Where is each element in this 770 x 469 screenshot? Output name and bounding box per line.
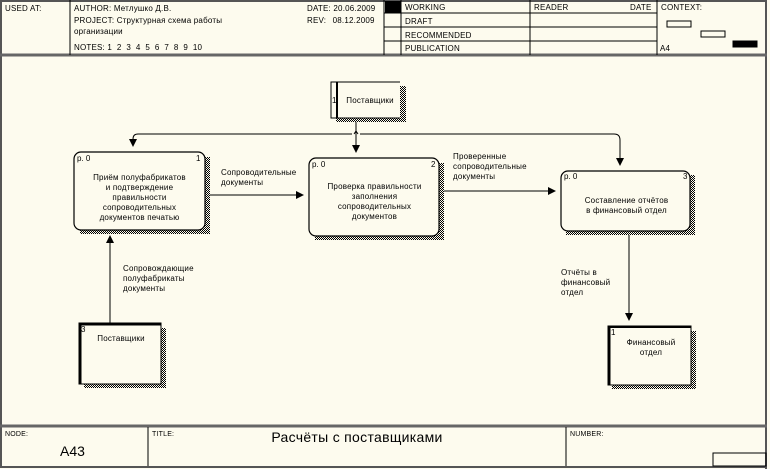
activity-box-3[interactable] bbox=[560, 170, 691, 232]
date-label: DATE: bbox=[307, 4, 331, 13]
activity-3-number: 3 bbox=[683, 172, 688, 181]
activity-2-number: 2 bbox=[431, 160, 436, 169]
context-label: CONTEXT: bbox=[661, 3, 703, 12]
node-value: A43 bbox=[60, 443, 85, 459]
activity-3-label: Составление отчётов в финансовый отдел bbox=[563, 196, 690, 216]
activity-1-line: и подтверждение bbox=[105, 183, 174, 192]
external-finance-line: отдел bbox=[639, 348, 663, 357]
project-field: PROJECT: Структурная схема работы bbox=[74, 16, 222, 26]
author-label: AUTHOR: bbox=[74, 4, 112, 13]
notes-field: NOTES: 1 2 3 4 5 6 7 8 9 10 bbox=[74, 43, 202, 53]
number-box bbox=[712, 452, 767, 467]
rev-value: 08.12.2009 bbox=[332, 16, 375, 25]
arrow-label-line: документы bbox=[123, 284, 166, 293]
project-value-line2: организации bbox=[74, 27, 123, 36]
activity-2-line: Проверка правильности bbox=[327, 182, 422, 191]
notes-label: NOTES: bbox=[74, 43, 105, 52]
arrow-label-line: отдел bbox=[561, 288, 584, 297]
activity-box-1[interactable] bbox=[73, 151, 206, 231]
arrow-label-line: финансовый bbox=[561, 278, 611, 287]
project-label: PROJECT: bbox=[74, 16, 115, 25]
status-recommended[interactable]: RECOMMENDED bbox=[405, 31, 472, 40]
context-box-2 bbox=[700, 30, 726, 38]
diagram-title: Расчёты с поставщиками bbox=[271, 429, 443, 445]
rev-field: REV: 08.12.2009 bbox=[307, 16, 375, 26]
context-box-3-current bbox=[732, 40, 758, 48]
used-at-label: USED AT: bbox=[5, 4, 42, 13]
external-finance-label: Финансовый отдел bbox=[612, 338, 690, 358]
external-entity-suppliers-top[interactable] bbox=[330, 81, 400, 119]
arrow-label-line: Отчёты в bbox=[561, 268, 597, 277]
activity-1-label: Приём полуфабрикатов и подтверждение пра… bbox=[76, 173, 203, 223]
arrow-label-accompanying-semi-products[interactable]: Сопровождающие полуфабрикаты документы bbox=[123, 264, 194, 294]
status-working[interactable]: WORKING bbox=[405, 3, 446, 12]
activity-2-label: Проверка правильности заполнения сопрово… bbox=[311, 182, 438, 222]
activity-box-2[interactable] bbox=[308, 157, 440, 237]
notes-value[interactable]: 1 2 3 4 5 6 7 8 9 10 bbox=[107, 43, 203, 52]
activity-1-line: сопроводительных bbox=[102, 203, 177, 212]
context-box-1 bbox=[666, 20, 692, 28]
arrow-label-accompanying-docs[interactable]: Сопроводительные документы bbox=[221, 168, 296, 188]
project-value-line1: Структурная схема работы bbox=[116, 16, 223, 25]
reader-date-label: DATE bbox=[630, 3, 652, 12]
activity-3-line: в финансовый отдел bbox=[586, 206, 667, 215]
reader-label: READER bbox=[534, 3, 569, 12]
arrow-label-line: сопроводительные bbox=[453, 162, 527, 171]
external-1-label: Поставщики bbox=[346, 96, 394, 105]
arrow-label-line: документы bbox=[453, 172, 496, 181]
date-value: 20.06.2009 bbox=[333, 4, 376, 13]
date-field: DATE: 20.06.2009 bbox=[307, 4, 375, 14]
external-finance-number: 1 bbox=[611, 328, 616, 337]
arrow-label-verified-docs[interactable]: Проверенные сопроводительные документы bbox=[453, 152, 527, 182]
author-field: AUTHOR: Метлушко Д.В. bbox=[74, 4, 171, 14]
working-status-marker bbox=[385, 1, 401, 13]
activity-1-number: 1 bbox=[196, 154, 201, 163]
arrow-label-line: Сопроводительные bbox=[221, 168, 297, 177]
arrow-label-reports-to-finance[interactable]: Отчёты в финансовый отдел bbox=[561, 268, 610, 298]
external-1-number: 1 bbox=[332, 96, 337, 105]
rev-label: REV: bbox=[307, 16, 327, 25]
arrow-label-line: документы bbox=[221, 178, 264, 187]
activity-3-ref: p. 0 bbox=[564, 172, 578, 181]
activity-1-ref: p. 0 bbox=[77, 154, 91, 163]
status-publication[interactable]: PUBLICATION bbox=[405, 44, 460, 53]
activity-2-line: заполнения bbox=[351, 192, 398, 201]
activity-2-line: документов bbox=[351, 212, 398, 221]
arrow-label-line: Проверенные bbox=[453, 152, 507, 161]
activity-2-ref: p. 0 bbox=[312, 160, 326, 169]
status-draft[interactable]: DRAFT bbox=[405, 17, 433, 26]
author-value: Метлушко Д.В. bbox=[113, 4, 172, 13]
external-finance-line: Финансовый bbox=[626, 338, 676, 347]
activity-1-line: правильности bbox=[112, 193, 167, 202]
external-3-label: Поставщики bbox=[97, 334, 145, 343]
activity-2-line: сопроводительных bbox=[337, 202, 412, 211]
external-entity-finance-dept[interactable] bbox=[607, 325, 692, 386]
activity-3-line: Составление отчётов bbox=[584, 196, 669, 205]
arrow-label-line: Сопровождающие bbox=[123, 264, 194, 273]
activity-1-line: Приём полуфабрикатов bbox=[93, 173, 186, 182]
arrow-suppliers-distribution[interactable] bbox=[129, 122, 624, 166]
arrow-label-line: полуфабрикаты bbox=[123, 274, 185, 283]
context-page-size: A4 bbox=[660, 44, 671, 53]
node-label: NODE: bbox=[5, 431, 29, 438]
activity-1-line: документов печатью bbox=[99, 213, 180, 222]
title-label: TITLE: bbox=[152, 431, 175, 438]
external-3-number: 3 bbox=[81, 325, 86, 334]
number-label: NUMBER: bbox=[570, 431, 604, 438]
external-entity-suppliers-bottom[interactable] bbox=[78, 322, 162, 385]
